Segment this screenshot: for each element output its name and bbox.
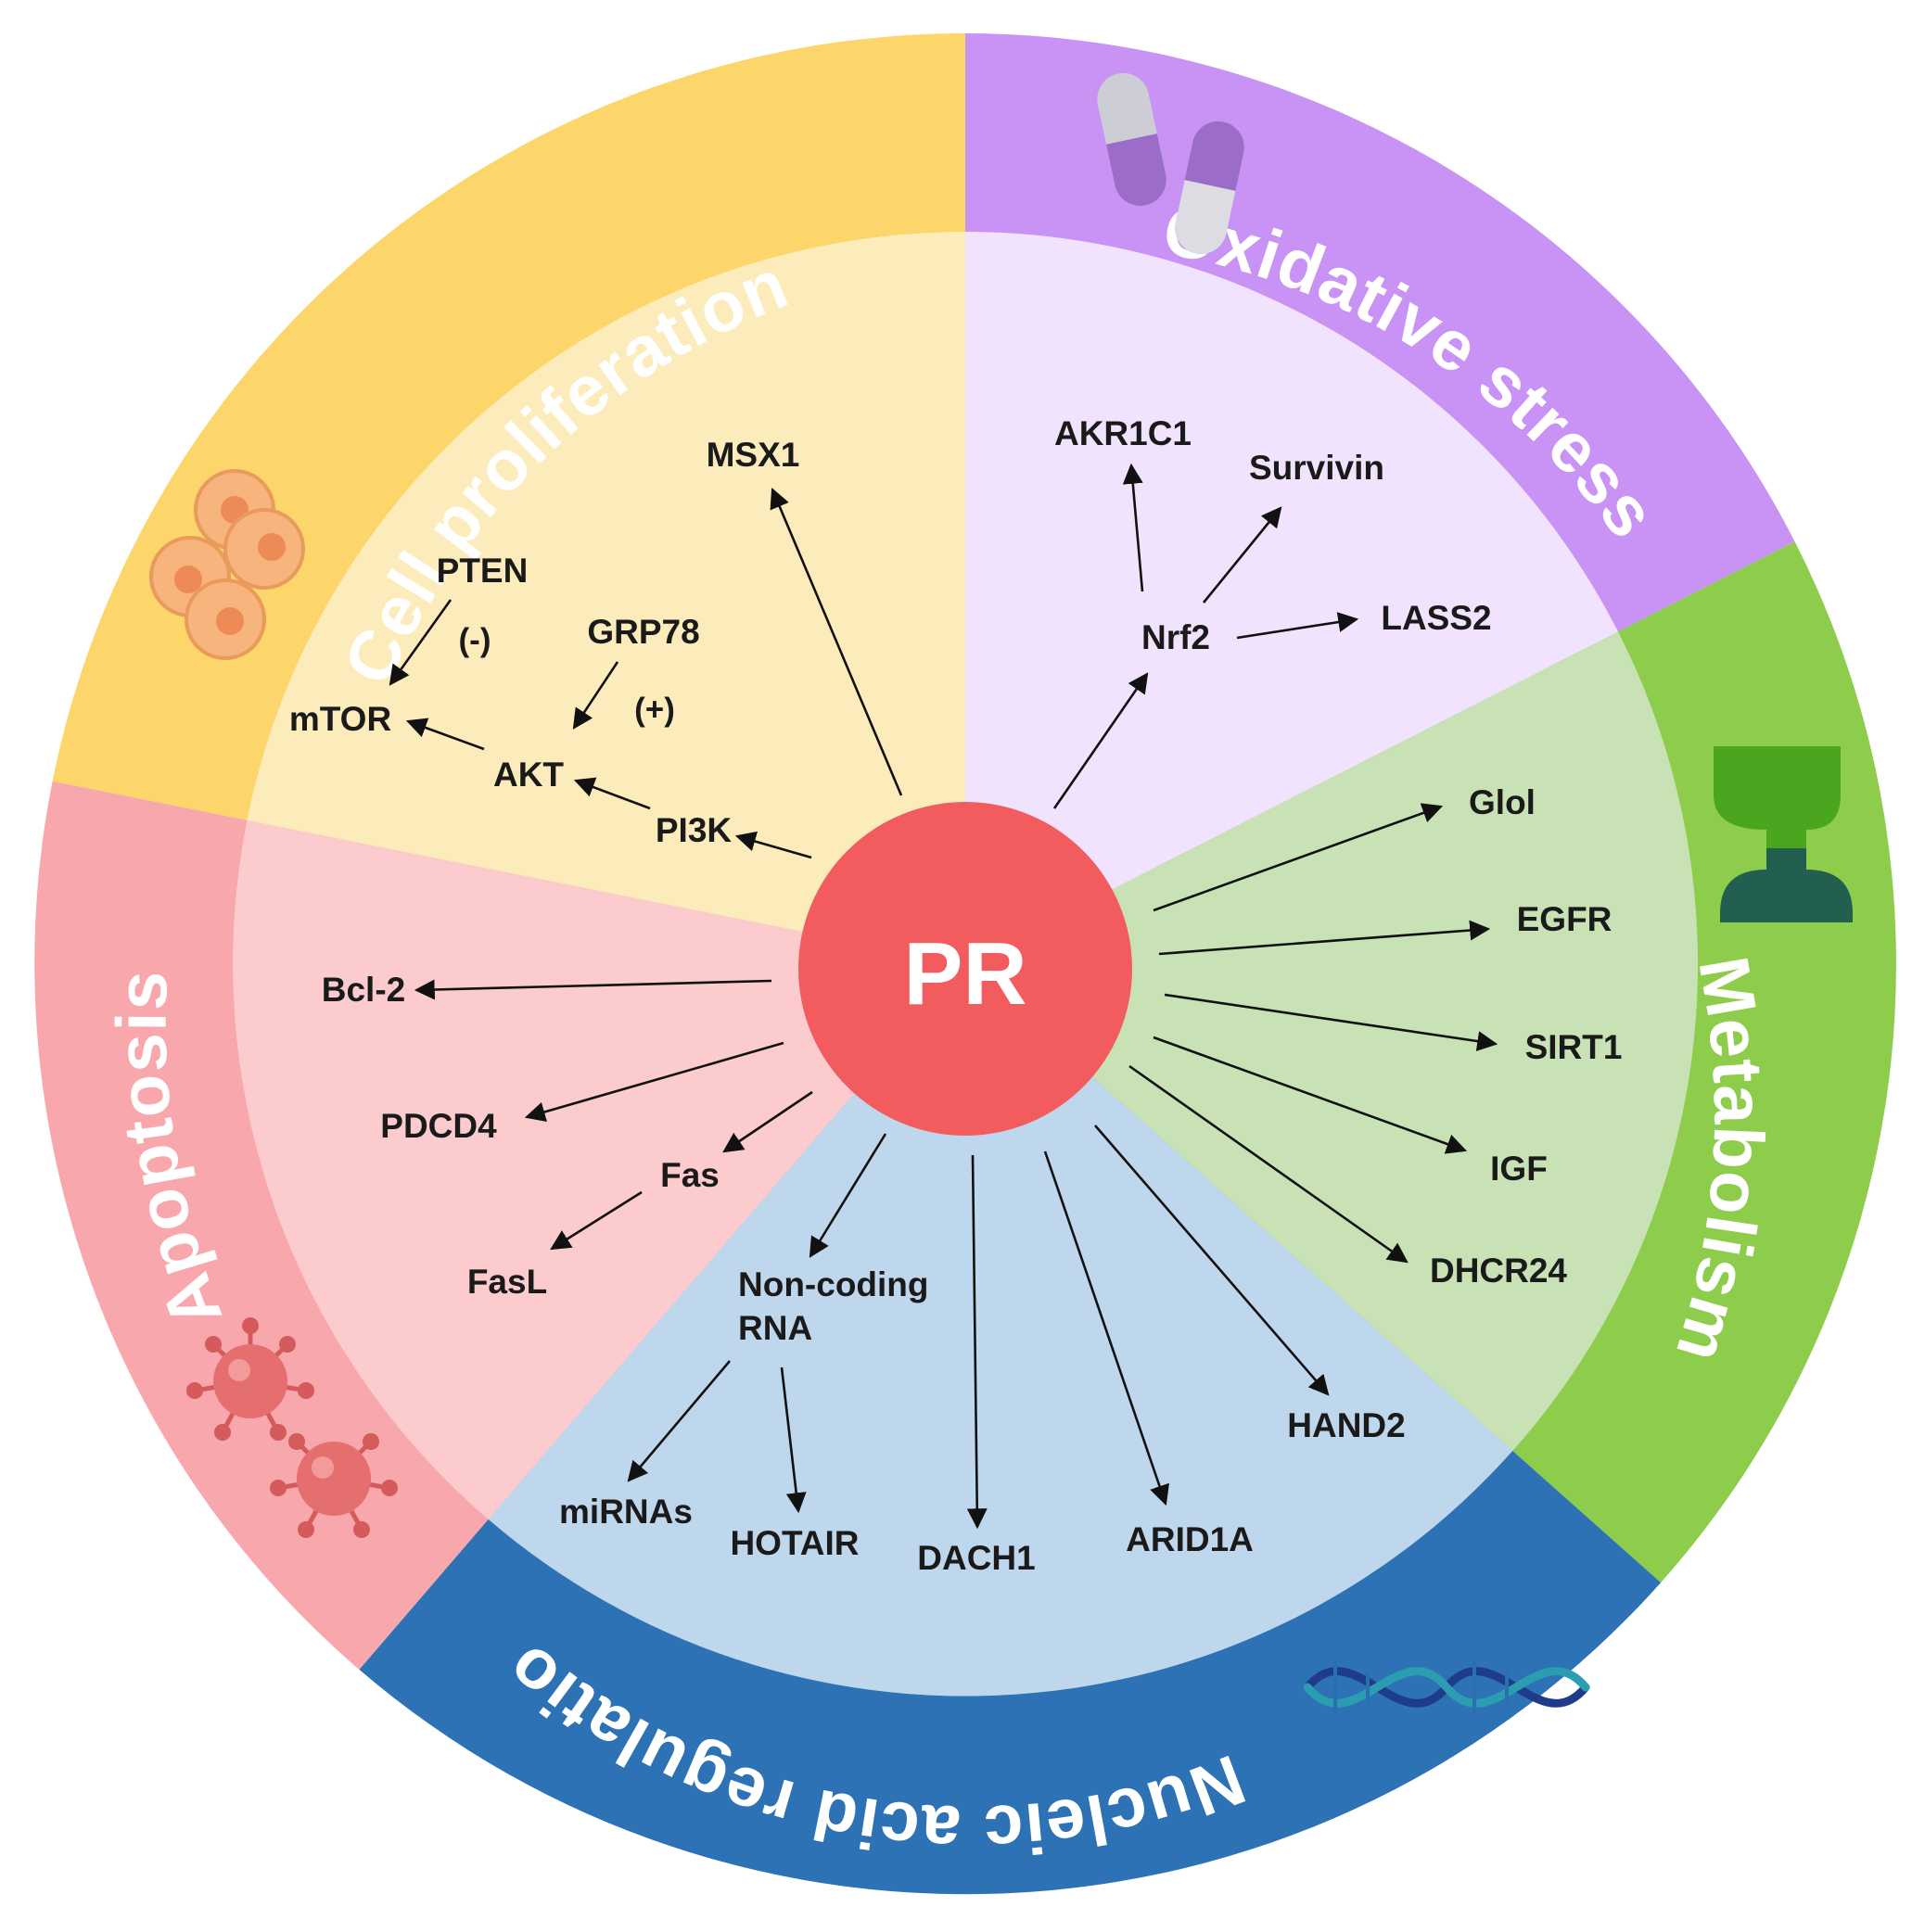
node-mirnas: miRNAs [559,1493,693,1531]
arrow-nrf2-lass2 [1236,612,1359,640]
arrow-pr-dhcr24 [1128,1064,1409,1264]
node-lass2: LASS2 [1381,599,1491,637]
arrow-pr-fas [722,1090,813,1153]
arrow-pr-igf [1153,1036,1468,1154]
arrow-pi3k-akt [573,777,651,810]
node-akt: AKT [493,756,564,794]
arrow-noncoding-hotair [780,1366,807,1514]
node-dhcr24: DHCR24 [1430,1252,1567,1290]
node-mtor: mTOR [289,700,391,738]
node-bcl2: Bcl-2 [322,971,405,1009]
node-noncoding-rna-line2: RNA [738,1309,812,1347]
node-pten: PTEN [437,552,529,590]
arrow-pr-nrf2 [1052,672,1149,809]
node-msx1: MSX1 [707,436,800,474]
arrow-nrf2-akr1c1 [1122,463,1144,592]
arrow-pr-pdcd4 [524,1041,784,1123]
arrow-pr-noncoding [809,1133,887,1258]
node-egfr: EGFR [1517,900,1612,938]
arrow-akt-mtor [405,718,485,751]
pr-center-circle [798,802,1132,1136]
sign-grp78-akt: (+) [634,692,675,728]
node-nrf2: Nrf2 [1141,618,1210,656]
arrow-pr-arid1a [1043,1150,1169,1506]
arrow-pr-glol [1153,803,1444,912]
arrow-layer [389,463,1498,1530]
sector-inner-oxidative-stress [965,232,1618,964]
dna-helix-icon [1303,1658,1590,1717]
arrow-pr-pi3k [734,831,812,859]
arrow-pr-egfr [1158,920,1491,956]
node-fas: Fas [660,1156,720,1194]
node-sirt1: SIRT1 [1525,1028,1623,1066]
sign-pten-mtor: (-) [459,622,491,658]
node-akr1c1: AKR1C1 [1054,414,1192,452]
arrow-pr-hand2 [1094,1125,1330,1396]
node-pi3k: PI3K [656,811,733,849]
node-noncoding-rna-line1: Non-coding [738,1265,929,1303]
arrow-noncoding-mirnas [627,1360,731,1482]
node-fasl: FasL [467,1263,547,1301]
arrow-grp78-akt [572,661,619,730]
node-arid1a: ARID1A [1126,1520,1254,1558]
hourglass-icon [1714,746,1853,922]
node-igf: IGF [1490,1150,1548,1188]
node-hand2: HAND2 [1287,1406,1405,1444]
arrow-pr-msx1 [770,487,903,796]
arrow-fas-fasl [550,1190,643,1251]
pr-center-label: PR [903,924,1026,1023]
node-survivin: Survivin [1249,449,1384,487]
sector-inner-metabolism [965,631,1699,1451]
arrow-nrf2-survivin [1202,506,1282,604]
node-glol: Glol [1469,783,1536,821]
node-dach1: DACH1 [917,1539,1035,1577]
node-pdcd4: PDCD4 [380,1107,497,1145]
arrow-pr-dach1 [966,1154,988,1530]
arrow-pr-bcl2 [414,979,772,1000]
arrow-pr-sirt1 [1164,993,1498,1051]
node-hotair: HOTAIR [730,1524,859,1562]
virus-icon [186,1317,398,1538]
cell-cluster-icon [149,469,305,660]
sector-inner-nucleic-acid-regulation [488,964,1513,1697]
node-grp78: GRP78 [587,613,699,651]
arrow-pten-mtor [389,599,453,686]
sector-inner-cell-proliferation [247,232,965,964]
capsule-pills-icon [1097,72,1244,254]
